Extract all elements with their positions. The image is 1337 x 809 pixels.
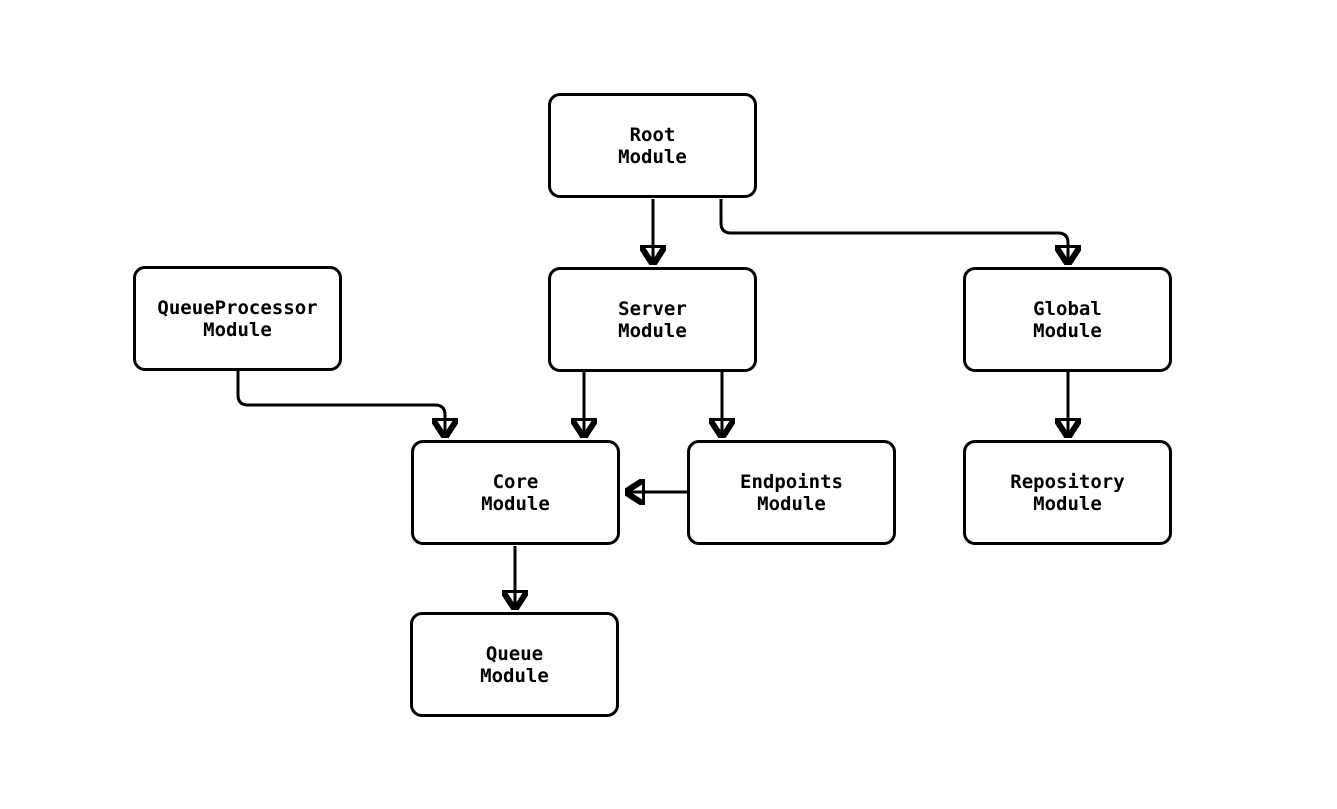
node-label-line: Module <box>480 664 549 687</box>
node-global-module: Global Module <box>963 267 1172 372</box>
node-label-line: Queue <box>485 642 544 665</box>
node-repository-module: Repository Module <box>963 440 1172 545</box>
node-label-line: Repository <box>1010 470 1125 493</box>
node-label-line: QueueProcessor <box>157 296 318 319</box>
node-label-line: Endpoints <box>740 470 843 493</box>
node-server-module: Server Module <box>548 267 757 372</box>
edge-root-to-global-arrow <box>719 199 1068 265</box>
node-label-line: Core <box>492 470 539 493</box>
node-label-line: Module <box>1033 492 1102 515</box>
node-queueprocessor-module: QueueProcessor Module <box>133 266 342 371</box>
node-queue-module: Queue Module <box>410 612 619 717</box>
edge-queueprocessor-to-core-arrow <box>236 371 445 438</box>
node-label-line: Module <box>757 492 826 515</box>
node-root-module: Root Module <box>548 93 757 198</box>
node-label-line: Module <box>1033 319 1102 342</box>
node-label-line: Root <box>629 123 676 146</box>
node-label-line: Module <box>481 492 550 515</box>
node-label-line: Global <box>1033 297 1102 320</box>
node-label-line: Server <box>618 297 687 320</box>
node-endpoints-module: Endpoints Module <box>687 440 896 545</box>
node-label-line: Module <box>203 318 272 341</box>
node-label-line: Module <box>618 319 687 342</box>
node-core-module: Core Module <box>411 440 620 545</box>
node-label-line: Module <box>618 145 687 168</box>
